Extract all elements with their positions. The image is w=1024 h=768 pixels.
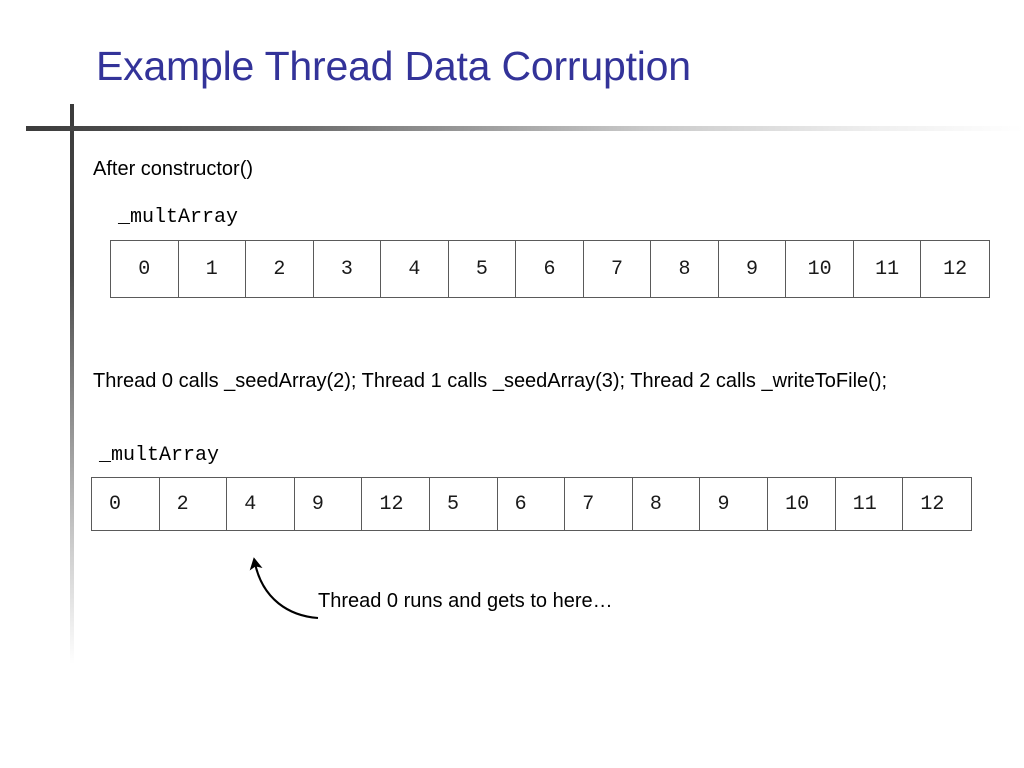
array-cell: 0 (92, 478, 160, 530)
array-cell: 5 (430, 478, 498, 530)
array-cell: 2 (246, 241, 314, 297)
array-cell: 8 (651, 241, 719, 297)
array-cell: 9 (295, 478, 363, 530)
array-cell: 4 (227, 478, 295, 530)
array-cell: 0 (111, 241, 179, 297)
slide-accent-horizontal-rule (26, 126, 1024, 131)
array-cell: 2 (160, 478, 228, 530)
caption-after-constructor: After constructor() (93, 158, 254, 180)
array-cell: 5 (449, 241, 517, 297)
array-cell: 12 (920, 492, 945, 516)
array-cell: 8 (633, 478, 701, 530)
array-cell: 1 (179, 241, 247, 297)
array-table-initial: 0 1 2 3 4 5 6 7 8 9 10 11 12 (110, 240, 990, 298)
array-cell: 12 (943, 257, 968, 281)
array-table-corrupted: 0 2 4 9 12 5 6 7 8 9 10 11 12 (91, 477, 972, 531)
page-title: Example Thread Data Corruption (96, 43, 691, 89)
array-cell: 7 (584, 241, 652, 297)
array-cell: 3 (314, 241, 382, 297)
array-cell: 9 (719, 241, 787, 297)
caption-thread-calls: Thread 0 calls _seedArray(2); Thread 1 c… (93, 370, 888, 392)
array-cell: 11 (836, 478, 904, 530)
array-label-mult-array-initial: _multArray (118, 206, 239, 229)
array-cell: 11 (854, 241, 922, 297)
array-label-mult-array-corrupted: _multArray (99, 444, 220, 467)
annotation-note-thread0: Thread 0 runs and gets to here… (318, 590, 613, 612)
array-cell: 9 (700, 478, 769, 530)
array-cell: 7 (565, 478, 633, 530)
array-cell: 6 (498, 478, 566, 530)
array-cell: 12 (362, 478, 431, 530)
array-cell: 10 (768, 478, 836, 530)
array-cell: 10 (786, 241, 854, 297)
curved-arrow-icon (249, 557, 319, 620)
slide-accent-vertical-line (70, 104, 74, 664)
array-cell: 6 (516, 241, 584, 297)
array-cell: 4 (381, 241, 449, 297)
